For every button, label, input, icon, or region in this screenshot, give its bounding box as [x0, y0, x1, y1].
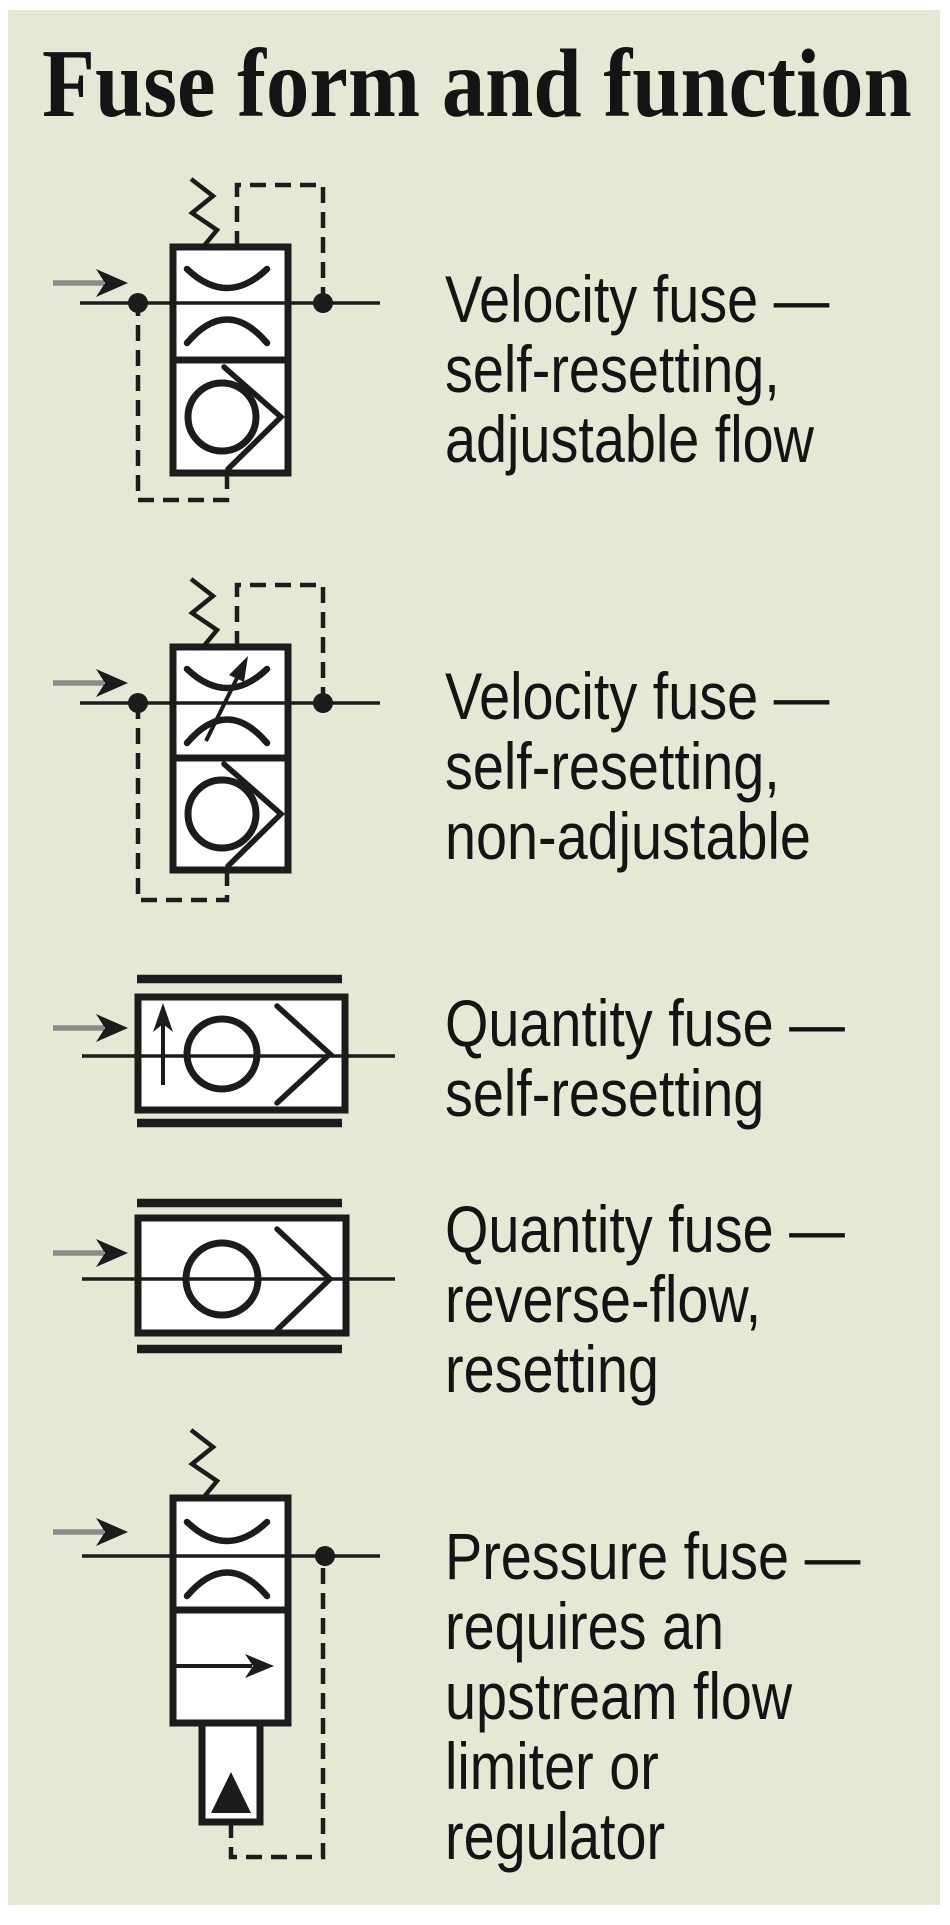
quantity-fuse-self-resetting-symbol — [53, 974, 395, 1128]
drain-triangle — [211, 1772, 251, 1813]
label-quantity-fuse-self-resetting: Quantity fuse — self-resetting — [445, 986, 845, 1130]
inlet-arrow-head — [96, 1014, 128, 1042]
check-valve-seat — [221, 364, 286, 472]
inlet-arrow-head — [96, 1518, 128, 1546]
label-velocity-fuse-non-adjustable: Velocity fuse — self-resetting, non-adju… — [445, 659, 830, 873]
velocity-fuse-non-adjustable-symbol — [53, 577, 380, 903]
junction-dot — [128, 693, 148, 713]
junction-dot — [128, 293, 148, 313]
valve-body — [134, 1214, 350, 1337]
pilot-line-left — [135, 312, 230, 503]
junction-dot — [313, 293, 333, 313]
through-flow-arrow-head — [245, 1654, 274, 1678]
orifice-lower-arc — [183, 316, 271, 347]
diagonal-arrow-shaft — [204, 675, 240, 742]
spring-icon — [188, 577, 221, 649]
spring-icon — [188, 1428, 221, 1500]
orifice-upper-arc — [183, 1518, 271, 1545]
inlet-arrow-head — [96, 1239, 128, 1267]
figure-title: Fuse form and function — [42, 30, 912, 138]
spring-icon — [188, 177, 221, 249]
orifice-lower-arc — [183, 716, 271, 747]
pilot-line-left — [135, 712, 230, 903]
check-valve-seat — [221, 761, 286, 869]
metering-ball — [183, 1015, 261, 1093]
velocity-fuse-adjustable-symbol — [53, 177, 380, 503]
figure-panel — [8, 10, 940, 1905]
inlet-arrow-head — [96, 669, 128, 697]
pressure-fuse-symbol — [53, 1428, 380, 1860]
pilot-line — [228, 1568, 326, 1860]
up-arrow-head — [153, 1003, 173, 1032]
valve-seat — [274, 1003, 335, 1106]
orifice-lower-arc — [183, 1569, 271, 1600]
valve-body — [134, 993, 349, 1114]
label-velocity-fuse-adjustable: Velocity fuse — self-resetting, adjustab… — [445, 262, 830, 476]
junction-dot — [315, 1546, 335, 1566]
label-pressure-fuse: Pressure fuse — requires an upstream flo… — [445, 1519, 861, 1873]
inlet-arrow-head — [96, 269, 128, 297]
diagonal-arrow-head — [229, 656, 248, 682]
pilot-line-right — [234, 582, 326, 697]
label-quantity-fuse-reverse-flow: Quantity fuse — reverse-flow, resetting — [445, 1192, 845, 1406]
check-valve-ball — [184, 776, 260, 852]
junction-dot — [313, 693, 333, 713]
pilot-line-right — [234, 182, 326, 297]
quantity-fuse-reverse-flow-symbol — [53, 1198, 395, 1354]
orifice-upper-arc — [183, 265, 271, 292]
check-valve-ball — [184, 379, 260, 455]
orifice-upper-arc — [183, 665, 271, 692]
